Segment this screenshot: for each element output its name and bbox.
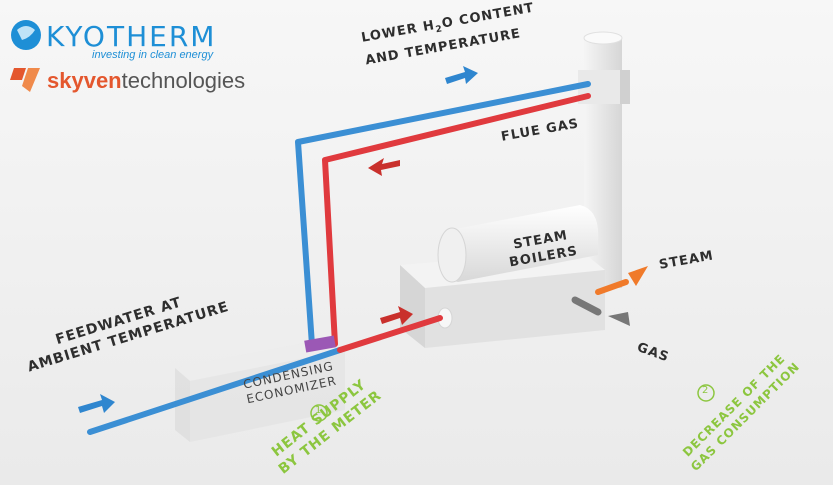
skyven-logo-icon <box>10 68 40 92</box>
skyven-logo-name: skyventechnologies <box>47 68 245 94</box>
benefit-2-number: 2 <box>702 385 709 396</box>
flow-arrow-lower-h2o <box>445 66 478 84</box>
flow-arrow-hot-water <box>380 306 413 325</box>
flow-arrow-feedwater <box>78 394 115 413</box>
condensing-economizer <box>175 338 345 442</box>
economizer-junction <box>304 335 336 353</box>
flow-arrow-flue-gas <box>368 158 400 176</box>
cold-water-pipe <box>87 81 591 435</box>
steam-outlet-pipe <box>595 266 648 295</box>
kyotherm-logo-name: KYOTHERM <box>46 20 217 53</box>
benefit-2-circle <box>697 384 715 402</box>
steam-boiler-tank <box>437 205 599 283</box>
benefit-1-number: 1 <box>315 405 322 416</box>
kyotherm-tagline: investing in clean energy <box>92 49 214 61</box>
kyotherm-globe-icon <box>11 20 41 50</box>
gas-inlet-pipe <box>571 296 630 326</box>
benefit-1-circle <box>310 404 328 422</box>
skyven-bold: skyven <box>47 68 122 93</box>
skyven-rest: technologies <box>121 68 246 93</box>
hot-gas-pipe <box>322 93 591 353</box>
